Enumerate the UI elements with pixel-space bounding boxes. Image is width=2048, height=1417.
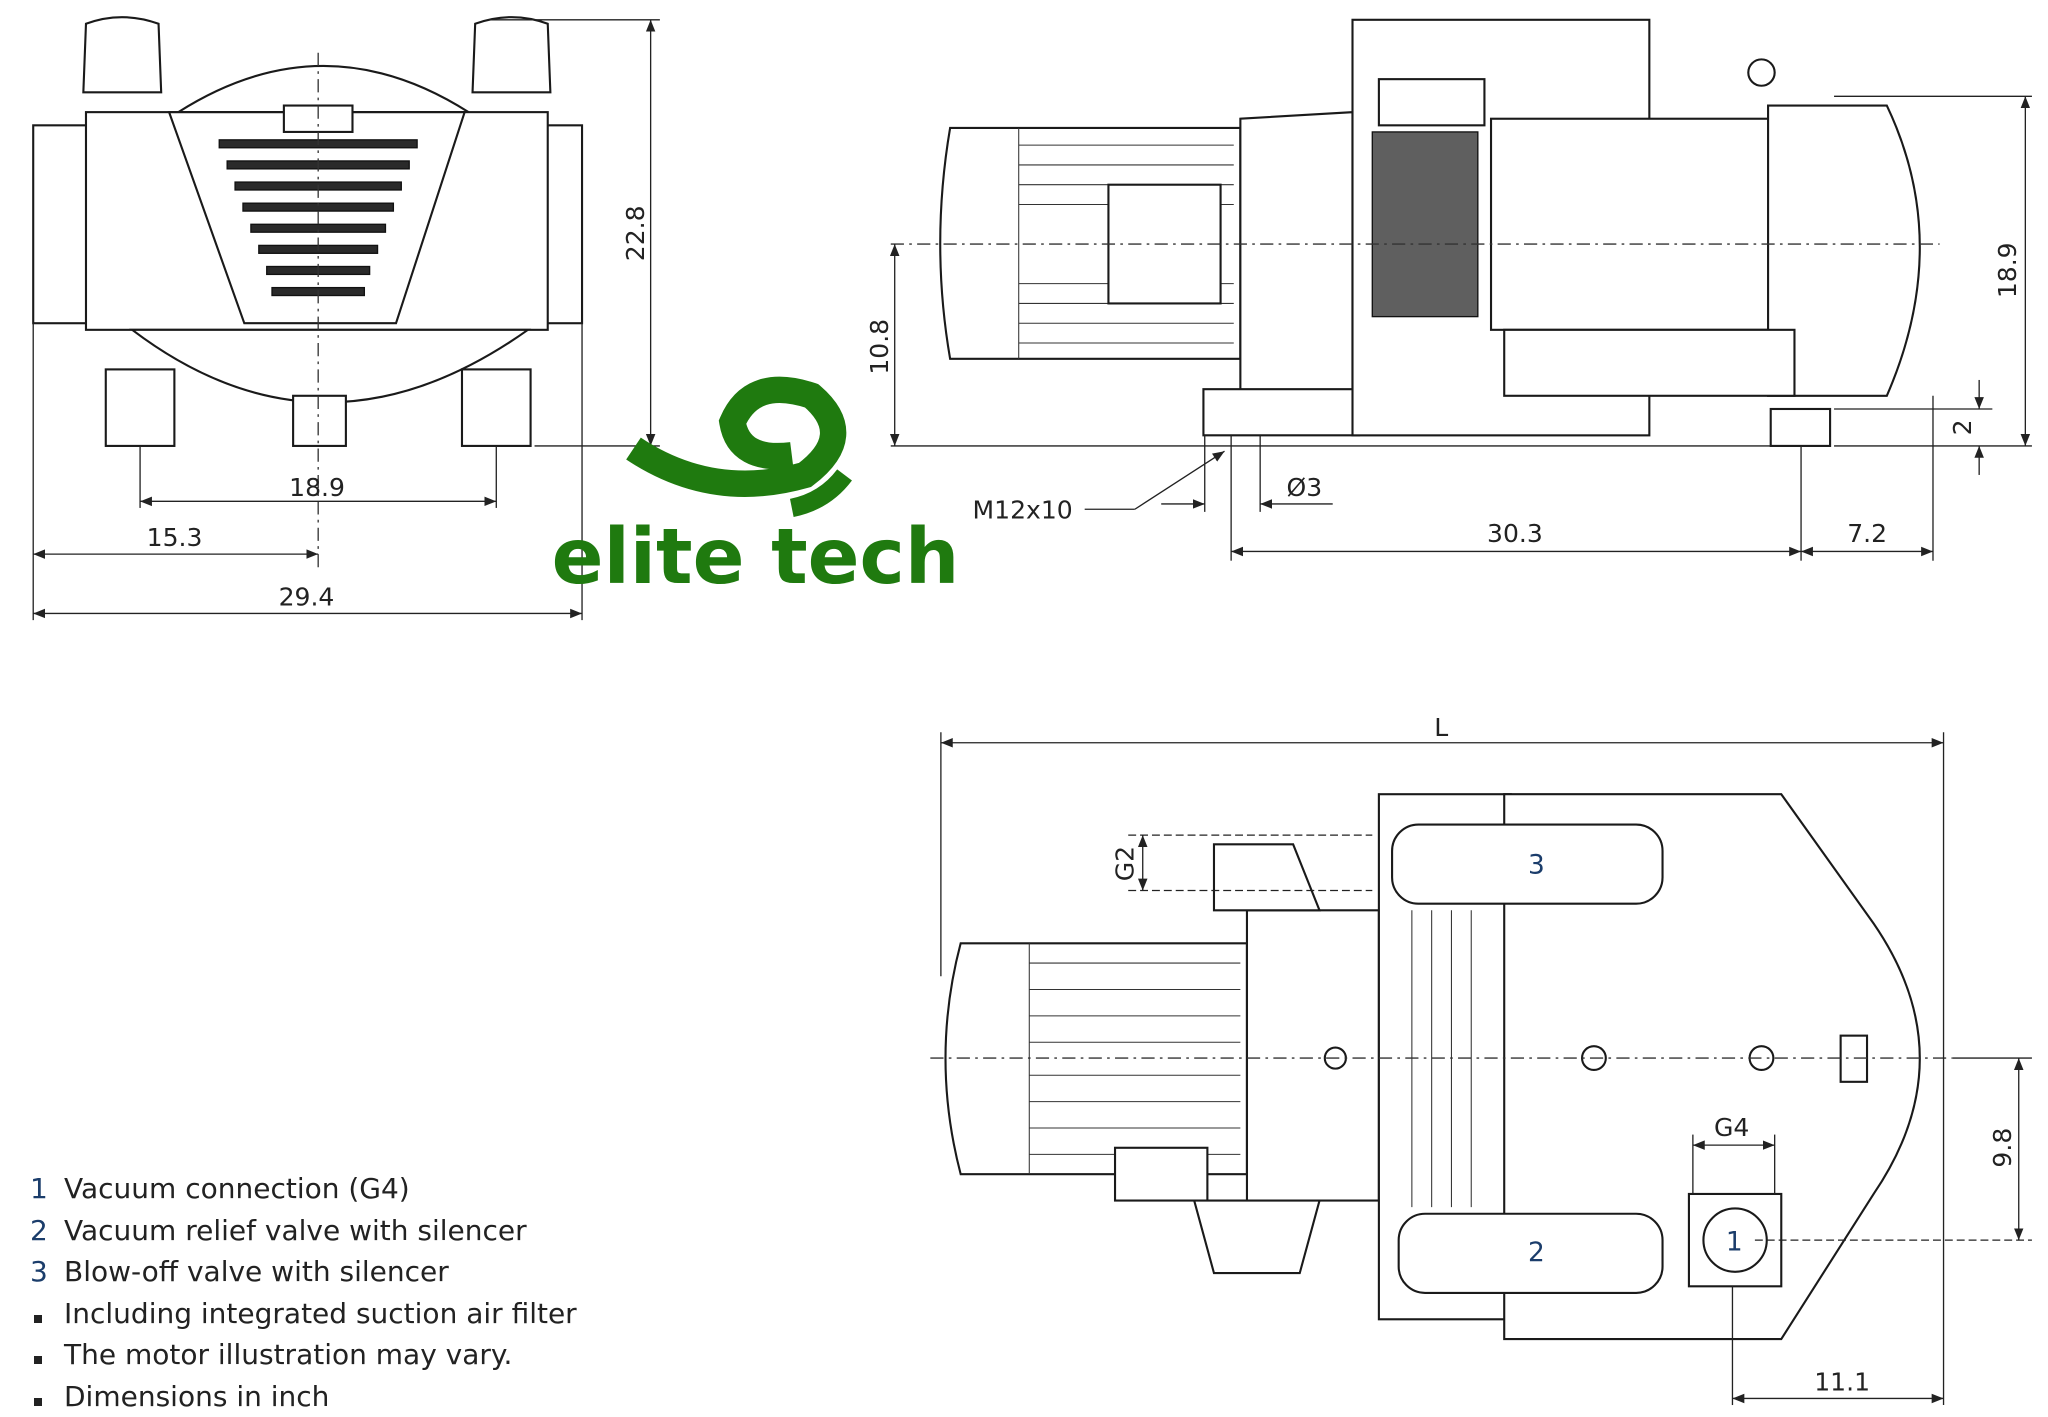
- dim-total-height: 18.9: [1993, 242, 2022, 298]
- dim-port-end: 11.1: [1814, 1368, 1870, 1397]
- legend-text: Blow-off valve with silencer: [64, 1251, 449, 1293]
- bullet-icon: [30, 1293, 64, 1335]
- dim-axis-height: 10.8: [865, 319, 894, 375]
- legend-text: Vacuum connection (G4): [64, 1168, 410, 1210]
- dim-overhang: 7.2: [1847, 519, 1887, 548]
- dim-foot-spacing: 30.3: [1487, 519, 1543, 548]
- legend-marker: 1: [30, 1168, 64, 1210]
- legend-text: The motor illustration may vary.: [64, 1334, 512, 1376]
- dim-g2: G2: [1111, 846, 1140, 881]
- dim-width: 29.4: [279, 583, 335, 612]
- bullet-icon: [30, 1376, 64, 1417]
- dim-length: L: [1434, 713, 1448, 742]
- legend-text: Vacuum relief valve with silencer: [64, 1210, 527, 1252]
- side-view: 10.8 18.9 2 Ø3 M12x10 30.3 7.2: [865, 20, 2032, 561]
- dim-g4: G4: [1714, 1113, 1749, 1142]
- callout-3: 3: [1528, 850, 1545, 880]
- bullet-icon: [30, 1334, 64, 1376]
- dim-half-width: 15.3: [147, 523, 203, 552]
- legend-marker: 3: [30, 1251, 64, 1293]
- callout-1: 1: [1726, 1228, 1743, 1258]
- bottom-view: 3 2 1 L G2 G4 9.8 11.1: [930, 713, 2032, 1405]
- legend-item: Dimensions in inch: [30, 1376, 577, 1417]
- legend-item: Including integrated suction air filter: [30, 1293, 577, 1335]
- legend-text: Including integrated suction air filter: [64, 1293, 577, 1335]
- callout-2: 2: [1528, 1238, 1545, 1268]
- dim-front-height: 22.8: [621, 205, 650, 261]
- elite-tech-logo: elite tech: [552, 390, 960, 602]
- dim-thread: M12x10: [973, 495, 1073, 524]
- dim-foot: 2: [1948, 419, 1977, 435]
- logo-text: elite tech: [552, 513, 960, 602]
- dim-feet-span: 18.9: [289, 473, 345, 502]
- legend-text: Dimensions in inch: [64, 1376, 329, 1417]
- dim-port-offset: 9.8: [1988, 1128, 2017, 1168]
- dim-hole: Ø3: [1287, 473, 1323, 502]
- legend-item: The motor illustration may vary.: [30, 1334, 577, 1376]
- legend-marker: 2: [30, 1210, 64, 1252]
